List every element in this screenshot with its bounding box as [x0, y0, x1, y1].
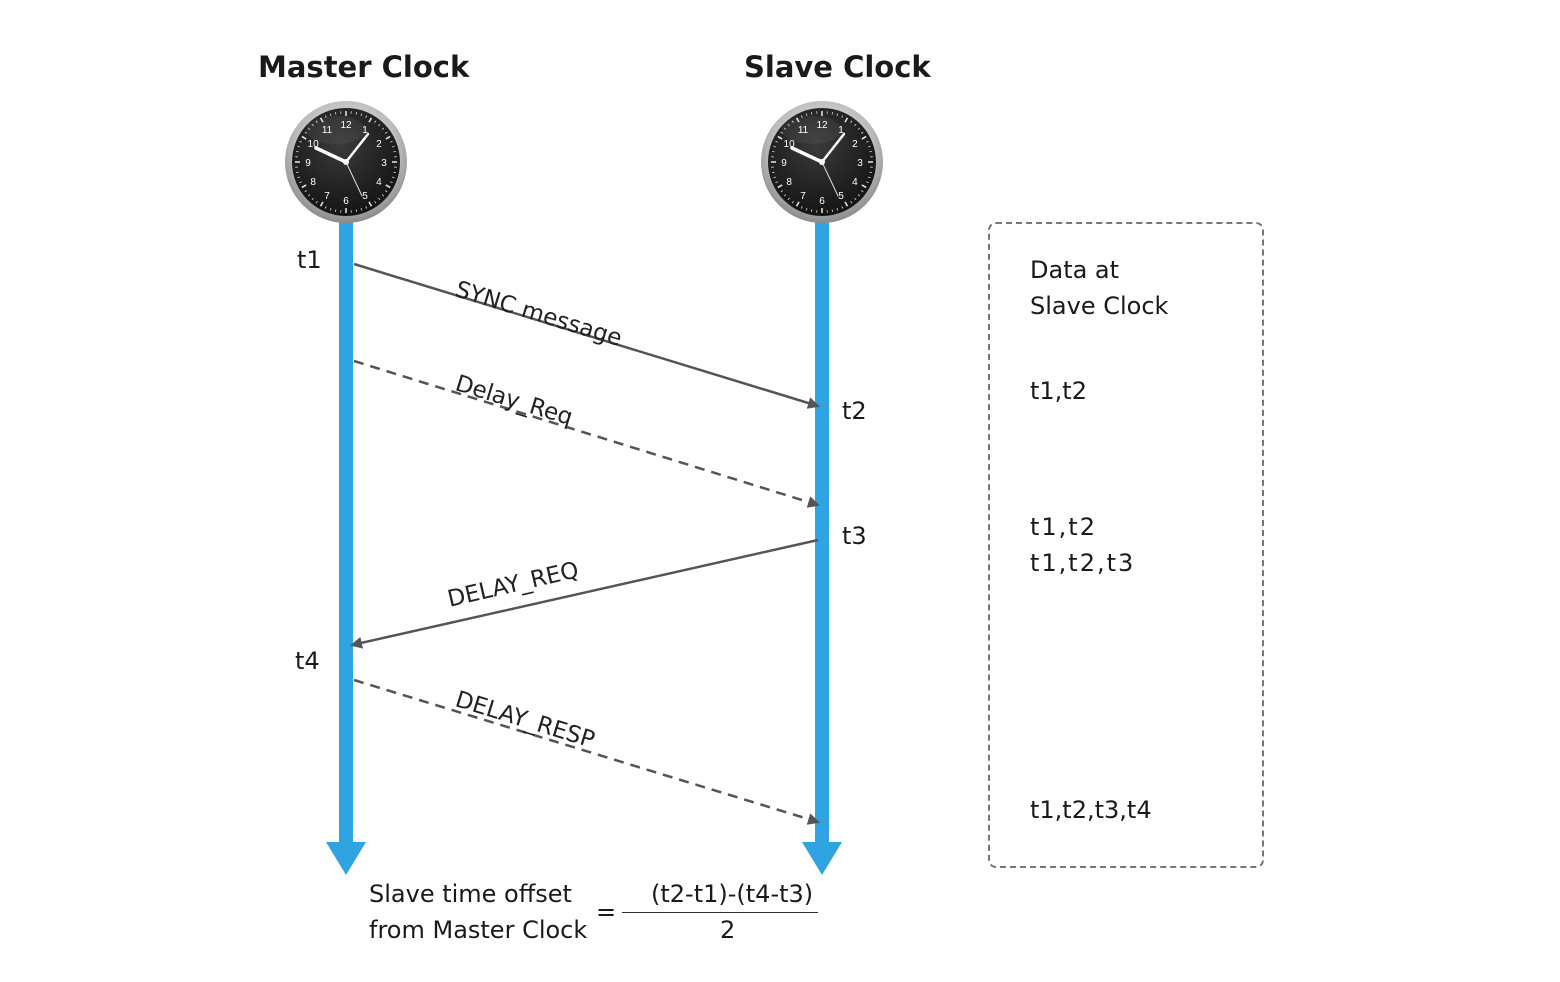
clock-numeral: 7 [800, 191, 806, 202]
formula-numerator: (t2-t1)-(t4-t3) [651, 880, 813, 908]
delay-req-return-arrow [352, 540, 818, 645]
t3-label: t3 [842, 522, 867, 550]
formula-lhs-line2: from Master Clock [369, 916, 587, 944]
clock-numeral: 9 [781, 158, 787, 169]
clock-numeral: 5 [838, 191, 844, 202]
t1-label: t1 [297, 246, 322, 274]
clock-numeral: 8 [310, 177, 316, 188]
side-panel-entry-2a: t1,t2 [1030, 509, 1097, 545]
side-panel-entry-1: t1,t2 [1030, 373, 1087, 409]
slave-clock-title: Slave Clock [744, 50, 931, 84]
clock-numeral: 2 [852, 139, 858, 150]
clock-numeral: 7 [324, 191, 330, 202]
clock-numeral: 2 [376, 139, 382, 150]
side-panel-entry-3: t1,t2,t3,t4 [1030, 792, 1152, 828]
formula-fraction-bar [622, 912, 818, 913]
slave-timeline [802, 222, 842, 875]
clock-numeral: 8 [786, 177, 792, 188]
formula-denominator: 2 [720, 916, 735, 944]
side-panel-heading-2: Slave Clock [1030, 288, 1168, 324]
clock-numeral: 5 [362, 191, 368, 202]
t4-label: t4 [295, 647, 320, 675]
side-panel-heading-1: Data at [1030, 252, 1119, 288]
master-timeline [326, 222, 366, 875]
t2-label: t2 [842, 397, 867, 425]
master-clock-title: Master Clock [258, 50, 469, 84]
clock-numeral: 6 [819, 196, 825, 207]
formula-equals: = [596, 898, 616, 926]
clock-numeral: 4 [376, 177, 382, 188]
formula-lhs-line1: Slave time offset [369, 880, 572, 908]
delay-req-dashed-arrow [354, 361, 818, 505]
clock-numeral: 4 [852, 177, 858, 188]
clock-numeral: 3 [381, 158, 387, 169]
clock-numeral: 6 [343, 196, 349, 207]
clock-numeral: 3 [857, 158, 863, 169]
clock-numeral: 9 [305, 158, 311, 169]
side-panel-entry-2b: t1,t2,t3 [1030, 545, 1135, 581]
